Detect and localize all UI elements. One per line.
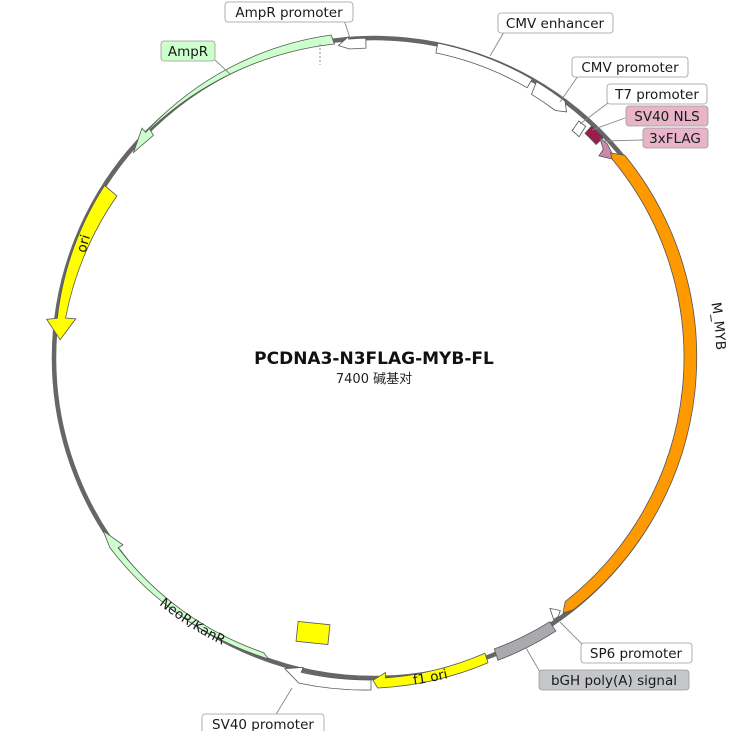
svg-text:AmpR: AmpR [168,44,208,60]
svg-text:3xFLAG: 3xFLAG [649,131,701,147]
feature-label-neor-kanr: NeoR/KanR [156,595,227,649]
feature-sv40-nls[interactable] [584,125,604,146]
svg-text:ori: ori [74,233,94,255]
feature-sv40-promoter[interactable] [283,666,372,691]
feature-label-ori: ori [74,233,94,255]
label-cmv-promoter[interactable]: CMV promoter [571,56,689,78]
label-t7-promoter[interactable]: T7 promoter [606,83,708,105]
label-ampr-promoter[interactable]: AmpR promoter [224,1,354,23]
svg-text:SV40 promoter: SV40 promoter [212,717,314,731]
feature-cmv-enhancer[interactable] [435,42,533,89]
feature-bgh-polya[interactable] [493,621,557,661]
feature-sp6-promoter[interactable] [549,607,561,621]
svg-text:SV40 NLS: SV40 NLS [634,109,699,125]
feature-ampr[interactable] [132,34,335,154]
svg-text:bGH poly(A) signal: bGH poly(A) signal [551,673,677,689]
feature-f1-ori[interactable] [372,652,489,689]
svg-text:f1 ori: f1 ori [412,666,449,688]
label-ampr[interactable]: AmpR [160,40,216,62]
label-3xflag[interactable]: 3xFLAG [642,127,709,149]
label-cmv-enhancer[interactable]: CMV enhancer [497,12,614,34]
feature-t7-promoter[interactable] [571,120,587,138]
feature-label-f1-ori: f1 ori [412,666,449,688]
svg-text:CMV promoter: CMV promoter [581,60,679,76]
label-sv40-nls[interactable]: SV40 NLS [625,105,709,127]
svg-text:NeoR/KanR: NeoR/KanR [156,595,227,649]
feature-ampr-promoter[interactable] [337,36,367,50]
plasmid-title: PCDNA3-N3FLAG-MYB-FL [254,349,494,369]
misc-feature-box[interactable] [295,620,331,646]
svg-text:M_MYB: M_MYB [707,301,728,350]
feature-ori[interactable] [46,184,118,341]
svg-text:SP6 promoter: SP6 promoter [590,646,683,662]
label-sv40-promoter[interactable]: SV40 promoter [201,713,325,731]
feature-m-myb[interactable] [562,152,698,614]
label-bgh-polya[interactable]: bGH poly(A) signal [538,669,690,691]
svg-text:CMV enhancer: CMV enhancer [506,16,605,32]
plasmid-length: 7400 碱基对 [336,372,412,387]
svg-text:AmpR promoter: AmpR promoter [235,5,343,21]
feature-cmv-promoter[interactable] [531,81,567,113]
svg-text:T7 promoter: T7 promoter [614,87,699,103]
feature-neor-kanr[interactable] [102,529,270,660]
label-sp6-promoter[interactable]: SP6 promoter [580,642,693,664]
feature-label-m-myb: M_MYB [707,301,728,350]
